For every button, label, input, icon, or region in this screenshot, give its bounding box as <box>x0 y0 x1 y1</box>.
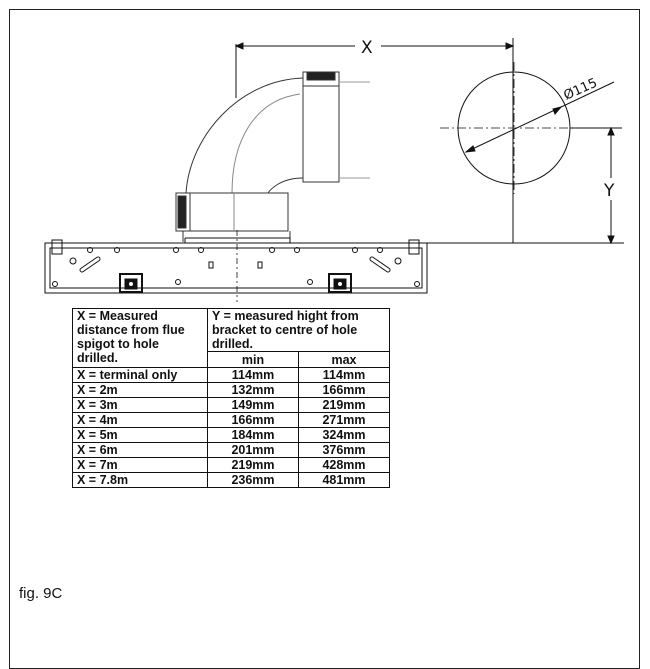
header-x: X = Measured distance from flue spigot t… <box>72 308 208 368</box>
row-x: X = 3m <box>72 397 208 413</box>
row-max: 481mm <box>298 472 390 488</box>
flue-elbow <box>175 71 370 242</box>
row-x: X = terminal only <box>72 367 208 383</box>
row-x: X = 5m <box>72 427 208 443</box>
x-label: X <box>361 38 373 58</box>
row-min: 219mm <box>207 457 299 473</box>
row-min: 201mm <box>207 442 299 458</box>
row-max: 114mm <box>298 367 390 383</box>
col-max: max <box>298 351 390 368</box>
dimension-table: X = Measured distance from flue spigot t… <box>72 308 390 488</box>
row-max: 376mm <box>298 442 390 458</box>
row-x: X = 2m <box>72 382 208 398</box>
diameter-label: Ø115 <box>562 76 600 104</box>
row-x: X = 6m <box>72 442 208 458</box>
row-x: X = 4m <box>72 412 208 428</box>
row-min: 114mm <box>207 367 299 383</box>
row-x: X = 7.8m <box>72 472 208 488</box>
row-max: 324mm <box>298 427 390 443</box>
row-max: 166mm <box>298 382 390 398</box>
figure-caption: fig. 9C <box>19 585 63 602</box>
row-max: 271mm <box>298 412 390 428</box>
y-label: Y <box>603 181 615 201</box>
row-min: 166mm <box>207 412 299 428</box>
row-min: 236mm <box>207 472 299 488</box>
row-max: 219mm <box>298 397 390 413</box>
row-min: 149mm <box>207 397 299 413</box>
x-dimension <box>234 38 515 243</box>
mounting-bracket <box>44 230 428 302</box>
y-dimension <box>406 126 624 245</box>
row-x: X = 7m <box>72 457 208 473</box>
col-min: min <box>207 351 299 368</box>
row-max: 428mm <box>298 457 390 473</box>
row-min: 184mm <box>207 427 299 443</box>
header-y: Y = measured hight from bracket to centr… <box>207 308 390 352</box>
row-min: 132mm <box>207 382 299 398</box>
